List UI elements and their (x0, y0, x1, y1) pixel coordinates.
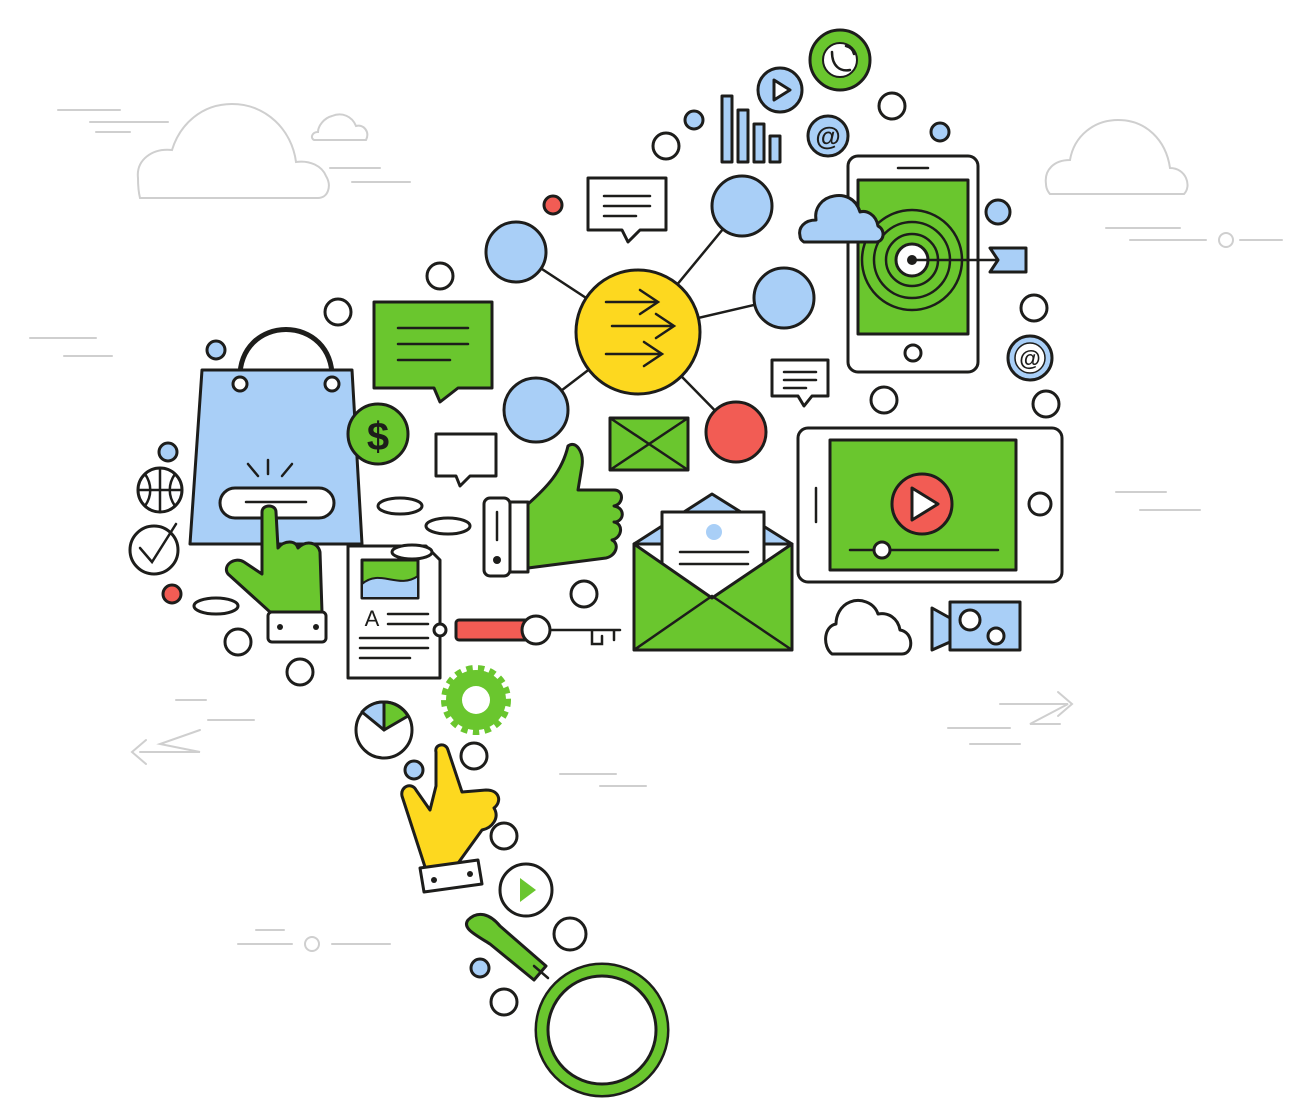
at-glyph: @ (1019, 346, 1040, 371)
video-camera-icon (930, 600, 1022, 652)
coin-icon (192, 496, 472, 616)
key-icon (432, 614, 622, 646)
document-letter: A (365, 606, 380, 631)
chat-bubble-icon (372, 300, 494, 404)
pie-chart-icon (354, 700, 414, 760)
at-sign-icon: @ (806, 114, 850, 158)
arrows-icon (604, 288, 677, 368)
shopping-bag-icon (188, 327, 364, 546)
cloud-icon (824, 599, 913, 656)
envelope-icon (608, 416, 690, 472)
chat-bubble-icon (586, 176, 668, 244)
open-envelope-icon (632, 492, 794, 652)
checkmark-icon (128, 522, 180, 576)
decorative-dots (157, 91, 1061, 1017)
pointing-hand-icon (400, 743, 501, 894)
play-icon (756, 66, 804, 114)
dollar-coin-icon: $ (346, 402, 410, 466)
tablet-video-icon (796, 426, 1064, 584)
gear-icon (441, 665, 511, 735)
bar-chart-icon (720, 94, 782, 164)
basketball-icon (136, 466, 184, 514)
phone-call-icon (808, 28, 872, 92)
background-decoration (29, 102, 1283, 952)
magnifying-glass-icon (465, 912, 670, 1098)
chat-bubble-icon (434, 432, 498, 488)
cloud-icon (798, 194, 885, 244)
at-glyph: @ (815, 121, 840, 151)
document-icon: A (346, 543, 442, 680)
network-hub-icon (484, 174, 816, 464)
cloud-icon (1044, 118, 1189, 195)
play-icon (498, 862, 554, 918)
dart-icon (907, 246, 1028, 274)
chat-bubble-icon (770, 358, 830, 408)
cloud-icon (136, 102, 330, 199)
pointing-hand-icon (225, 504, 328, 644)
thumbs-up-icon (482, 443, 624, 578)
dollar-glyph: $ (367, 415, 389, 459)
at-sign-icon: @ (1006, 334, 1054, 382)
cloud-icon (310, 113, 369, 141)
